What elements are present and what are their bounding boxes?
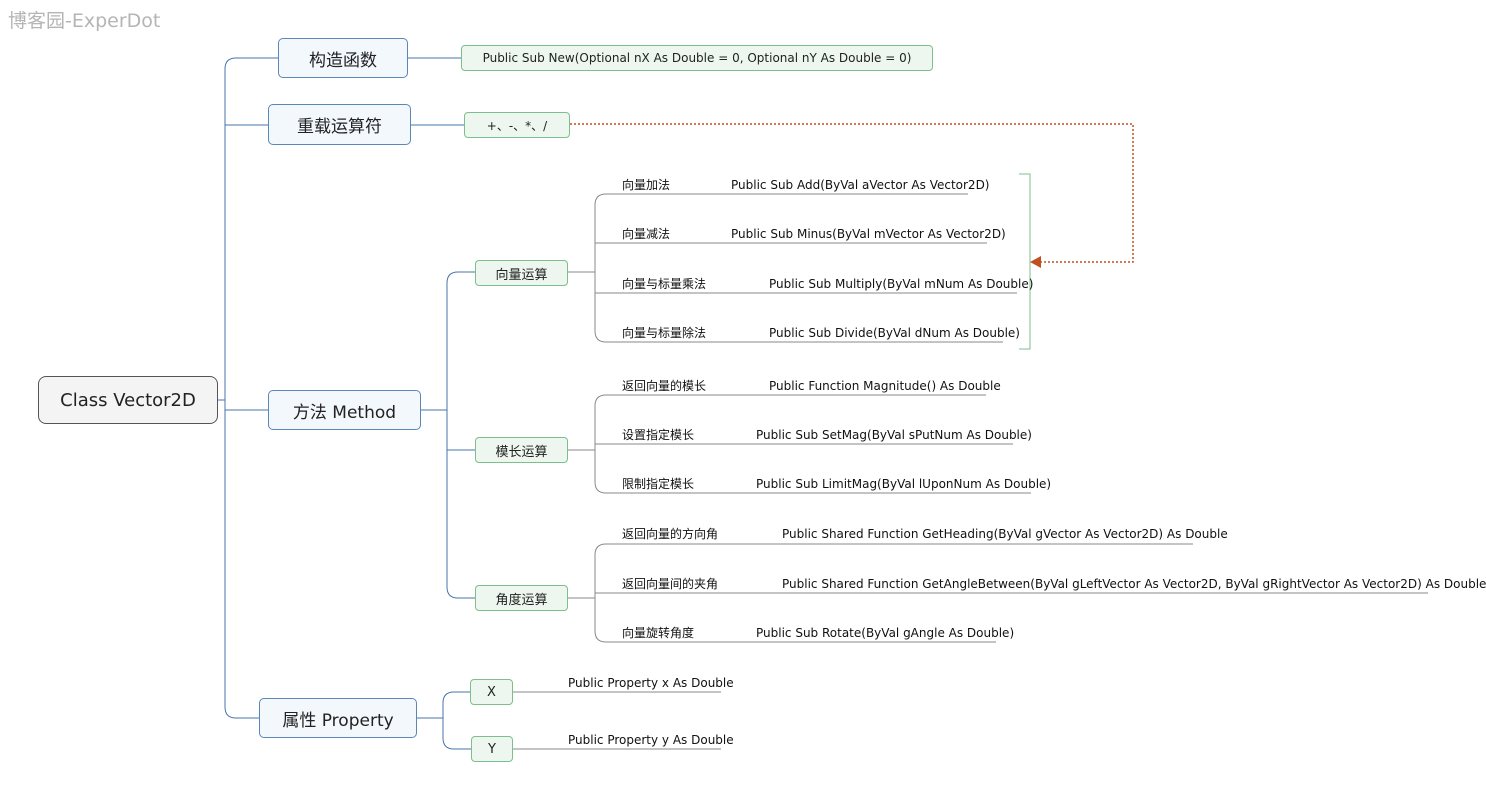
leaf-code[interactable]: Public Sub Multiply(ByVal mNum As Double… (769, 277, 1034, 291)
operators-code-node[interactable]: +、-、*、/ (464, 112, 570, 138)
leaf-label[interactable]: 返回向量间的夹角 (622, 577, 719, 591)
property-node[interactable]: 属性 Property (259, 698, 417, 738)
leaf-code[interactable]: Public Sub Rotate(ByVal gAngle As Double… (756, 626, 1015, 640)
leaf-label[interactable]: 返回向量的模长 (622, 379, 707, 393)
leaf-label[interactable]: 限制指定模长 (622, 477, 695, 491)
leaf-code[interactable]: Public Property y As Double (568, 733, 734, 747)
leaf-label[interactable]: 向量与标量除法 (622, 326, 707, 340)
method-node[interactable]: 方法 Method (268, 390, 421, 430)
property-x-node[interactable]: X (470, 679, 513, 705)
leaf-code[interactable]: Public Property x As Double (568, 676, 734, 690)
operators-node[interactable]: 重载运算符 (268, 104, 411, 145)
leaf-code[interactable]: Public Sub LimitMag(ByVal lUponNum As Do… (756, 477, 1052, 491)
leaf-label[interactable]: 设置指定模长 (622, 428, 695, 442)
leaf-code[interactable]: Public Sub Divide(ByVal dNum As Double) (769, 326, 1020, 340)
leaf-code[interactable]: Public Sub SetMag(ByVal sPutNum As Doubl… (756, 428, 1032, 442)
leaf-label[interactable]: 向量旋转角度 (622, 626, 695, 640)
leaf-code[interactable]: Public Shared Function GetHeading(ByVal … (782, 527, 1228, 541)
leaf-label[interactable]: 向量加法 (622, 178, 671, 192)
root-node[interactable]: Class Vector2D (38, 376, 218, 424)
property-y-node[interactable]: Y (471, 736, 513, 762)
angle-ops-node[interactable]: 角度运算 (475, 585, 568, 611)
watermark: 博客园-ExperDot (8, 10, 161, 32)
constructor-code-node[interactable]: Public Sub New(Optional nX As Double = 0… (461, 45, 933, 71)
leaf-code[interactable]: Public Sub Add(ByVal aVector As Vector2D… (731, 178, 990, 192)
leaf-label[interactable]: 向量与标量乘法 (622, 277, 707, 291)
constructor-node[interactable]: 构造函数 (278, 38, 408, 78)
vector-ops-node[interactable]: 向量运算 (475, 260, 568, 286)
leaf-code[interactable]: Public Sub Minus(ByVal mVector As Vector… (731, 227, 1006, 241)
leaf-label[interactable]: 向量减法 (622, 227, 671, 241)
magnitude-ops-node[interactable]: 模长运算 (475, 437, 568, 463)
leaf-code[interactable]: Public Function Magnitude() As Double (769, 379, 1001, 393)
leaf-code[interactable]: Public Shared Function GetAngleBetween(B… (782, 577, 1486, 591)
leaf-label[interactable]: 返回向量的方向角 (622, 527, 719, 541)
